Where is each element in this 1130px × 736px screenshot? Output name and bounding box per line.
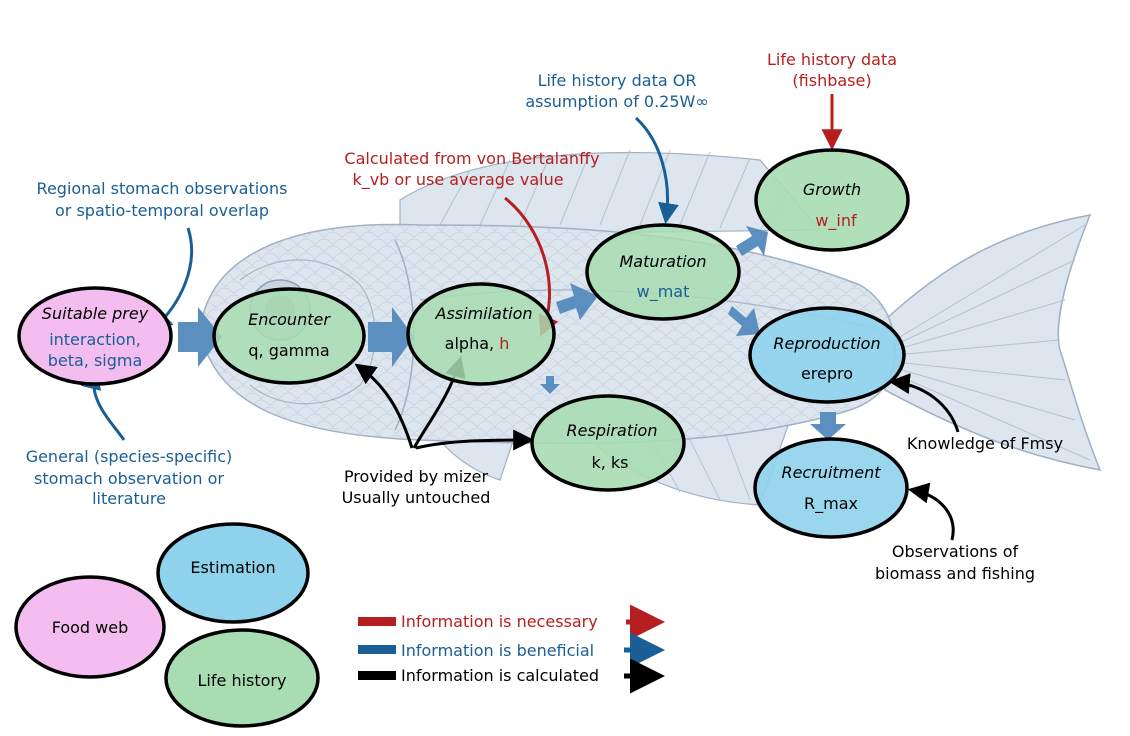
node-maturation-params: w_mat [637,282,690,302]
annotation-mizer-line-1: Provided by mizer [344,467,489,486]
node-reproduction: Reproduction erepro [748,306,906,404]
annotation-general-stomach: General (species-specific) stomach obser… [26,447,233,508]
annotation-observations-biomass: Observations of biomass and fishing [875,542,1035,583]
node-suitable-prey-params: interaction, [49,330,141,349]
node-respiration: Respiration k, ks [530,394,686,492]
flow-arrow-assimilation-to-respiration [540,376,560,394]
node-growth-params: w_inf [815,211,857,231]
arrow-lifehistory-to-maturation [634,116,679,225]
legend-food-web-label: Food web [52,618,129,637]
flow-arrows [178,226,846,440]
arrow-legend: Information is necessary Information is … [358,604,665,694]
node-respiration-title: Respiration [567,421,658,440]
node-maturation-title: Maturation [619,252,706,271]
node-growth-title: Growth [803,180,861,199]
legend-beneficial-swatch [358,645,396,654]
legend-beneficial-label: Information is beneficial [401,641,594,660]
node-assimilation-title: Assimilation [435,304,533,323]
node-suitable-prey-params2: beta, sigma [48,351,143,370]
node-encounter: Encounter q, gamma [212,287,366,385]
annotation-regional-line-2: or spatio-temporal overlap [55,201,269,220]
legend-calculated-label: Information is calculated [401,666,599,685]
annotation-regional-line-1: Regional stomach observations [37,179,288,198]
annotation-life-history-or: Life history data OR assumption of 0.25W… [525,71,708,111]
node-encounter-title: Encounter [248,310,331,329]
legend-estimation: Estimation [156,522,310,624]
node-assimilation-params: alpha, [445,334,500,353]
arrow-fmsy-to-reproduction [888,373,960,433]
arrow-observations-to-recruitment [907,482,955,541]
annotation-fishbase-line-1: Life history data [767,50,897,69]
node-suitable-prey: Suitable prey interaction, beta, sigma [17,286,173,386]
node-recruitment-params: R_max [804,494,858,514]
flow-arrow-reproduction-to-recruitment [810,412,846,440]
legend-necessary-label: Information is necessary [401,612,598,631]
annotation-general-line-3: literature [92,489,166,508]
annotation-life-history-fishbase: Life history data (fishbase) [767,50,897,90]
legend-necessary-swatch [358,617,396,626]
node-reproduction-title: Reproduction [773,334,880,353]
annotation-lh-or-line-1: Life history data OR [538,71,697,90]
legend-life-history: Life history [164,628,320,728]
annotation-vb-line-1: Calculated from von Bertalanffy [344,149,599,168]
node-growth: Growth w_inf [754,148,910,252]
flow-arrow-encounter-to-assimilation [368,307,414,367]
node-assimilation-param-h: h [499,334,509,353]
annotation-knowledge-fmsy: Knowledge of Fmsy [907,434,1063,453]
annotation-regional-stomach: Regional stomach observations or spatio-… [37,179,288,220]
node-maturation: Maturation w_mat [585,223,741,321]
annotation-vb-line-2: k_vb or use average value [352,170,563,190]
annotation-provided-by-mizer: Provided by mizer Usually untouched [342,467,491,507]
legend-food-web: Food web [14,575,166,679]
arrow-mizer-to-respiration [415,429,535,451]
flow-arrow-assimilation-to-maturation [556,283,598,320]
annotation-obs-line-2: biomass and fishing [875,564,1035,583]
annotation-lh-or-line-2: assumption of 0.25W∞ [525,92,708,111]
node-recruitment: Recruitment R_max [753,437,909,539]
flow-arrow-prey-to-encounter [178,307,222,367]
arrow-mizer-to-encounter [354,363,414,449]
annotation-von-bertalanffy: Calculated from von Bertalanffy k_vb or … [344,149,599,190]
annotation-general-line-1: General (species-specific) [26,447,233,466]
annotation-general-line-2: stomach observation or [34,469,224,488]
node-assimilation-params-line: alpha, h [445,334,510,353]
node-respiration-params: k, ks [591,453,628,472]
legend-estimation-label: Estimation [190,558,275,577]
node-suitable-prey-title: Suitable prey [42,304,149,323]
annotation-mizer-line-2: Usually untouched [342,488,491,507]
node-assimilation: Assimilation alpha, h [406,282,556,386]
annotation-fishbase-line-2: (fishbase) [792,71,871,90]
flow-arrow-maturation-to-growth [736,226,768,256]
annotation-obs-line-1: Observations of [892,542,1019,561]
node-encounter-params: q, gamma [248,341,329,360]
node-recruitment-title: Recruitment [781,463,881,482]
legend-calculated-swatch [358,671,396,680]
node-reproduction-params: erepro [801,364,853,383]
legend-life-history-label: Life history [198,671,287,690]
flow-arrow-maturation-to-reproduction [728,306,760,336]
